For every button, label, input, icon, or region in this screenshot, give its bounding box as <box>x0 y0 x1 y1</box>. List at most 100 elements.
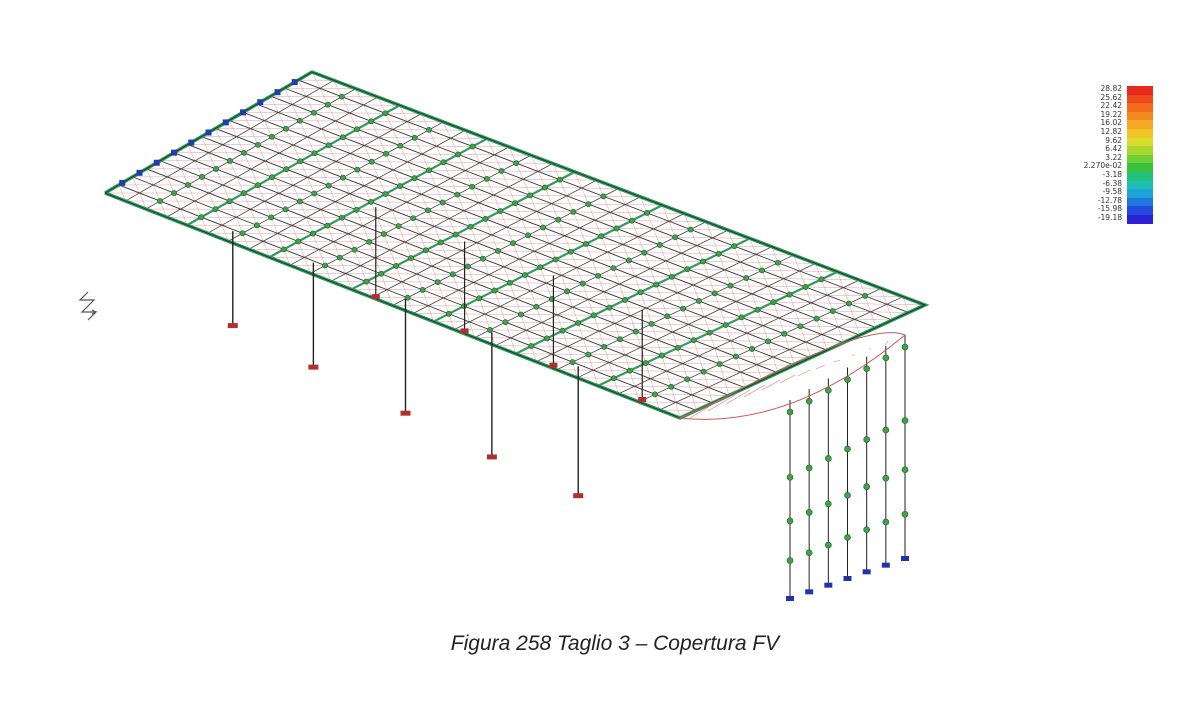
wall-node <box>844 491 851 499</box>
wall-node <box>901 510 909 518</box>
bracing-line <box>201 136 210 153</box>
bracing-line <box>385 153 394 171</box>
legend-swatch <box>1127 189 1153 198</box>
bracing-line <box>436 146 444 163</box>
bracing-line <box>187 144 196 161</box>
bracing-line <box>371 121 379 138</box>
bracing-line <box>494 154 502 172</box>
grid-node <box>469 143 476 150</box>
bracing-line <box>229 160 238 178</box>
wall-node <box>882 354 890 362</box>
grid-node <box>445 310 452 317</box>
grid-node <box>476 295 483 302</box>
grid-node <box>644 210 650 216</box>
grid-node <box>495 247 501 254</box>
legend-value: 28.82 <box>1100 84 1122 93</box>
bracing-line <box>707 387 713 404</box>
legend-swatch <box>1127 180 1153 190</box>
wall-node <box>863 365 870 372</box>
grid-node <box>641 249 648 256</box>
grid-node <box>610 265 617 272</box>
legend-row: -9.58 <box>1090 187 1158 198</box>
grid-node <box>648 320 655 327</box>
grid-node <box>324 222 331 229</box>
grid-node <box>765 338 772 345</box>
grid-node <box>297 198 303 205</box>
grid-node <box>240 190 247 197</box>
bracing-line <box>450 178 458 195</box>
grid-node <box>351 246 358 253</box>
legend-value: 12.82 <box>1100 126 1122 136</box>
grid-node <box>575 320 582 326</box>
bracing-line <box>299 120 308 138</box>
bracing-line <box>291 104 301 121</box>
legend-row: 19.22 <box>1090 110 1158 121</box>
grid-node <box>239 230 246 237</box>
bracing-line <box>321 169 329 186</box>
bracing-line <box>335 120 344 138</box>
bracing-line <box>228 120 237 137</box>
grid-node <box>754 306 761 313</box>
bracing-line <box>357 169 365 186</box>
grid-node <box>491 287 498 294</box>
grid-node <box>786 291 793 298</box>
column-base <box>371 294 380 300</box>
grid-node <box>212 206 219 213</box>
column-base <box>227 323 238 329</box>
wall-node <box>825 541 832 549</box>
grid-node <box>295 238 302 245</box>
legend-swatch <box>1127 154 1153 164</box>
grid-node <box>617 336 623 343</box>
grid-node <box>818 276 825 283</box>
grid-node <box>397 183 403 189</box>
bracing-line <box>307 136 315 154</box>
grid-node <box>533 303 540 310</box>
bracing-line <box>443 121 452 139</box>
grid-node <box>595 272 601 279</box>
bracing-line <box>173 192 181 210</box>
rafter-line <box>248 129 466 250</box>
grid-node <box>613 225 620 232</box>
grid-node <box>397 142 404 149</box>
bracing-line <box>486 178 494 196</box>
rafter-line <box>310 154 532 274</box>
bracing-line <box>407 161 415 179</box>
bracing-line <box>435 186 443 203</box>
bracing-line <box>208 192 216 210</box>
bracing-line <box>349 153 358 170</box>
bracing-line <box>313 112 322 130</box>
grid-node <box>297 158 304 165</box>
grid-node <box>410 215 417 222</box>
grid-node <box>380 231 387 237</box>
wall-node <box>882 518 890 526</box>
bracing-line <box>349 193 357 210</box>
bracing-line <box>515 162 524 180</box>
grid-node <box>382 110 389 117</box>
grid-node <box>583 241 589 247</box>
grid-node <box>632 328 639 335</box>
bracing-line <box>146 168 154 186</box>
end-bracing-line <box>884 340 889 346</box>
grid-node <box>706 329 713 336</box>
edge-connector <box>136 169 143 176</box>
bracing-line <box>464 170 473 187</box>
grid-node <box>395 223 402 229</box>
figure-caption: Figura 258 Taglio 3 – Copertura FV <box>450 632 780 655</box>
bracing-line <box>392 169 401 187</box>
legend-swatch <box>1127 146 1153 155</box>
bracing-line <box>328 185 336 202</box>
grid-node <box>426 126 432 133</box>
grid-node <box>684 376 691 383</box>
grid-node <box>513 160 520 166</box>
bracing-line <box>457 154 466 171</box>
grid-node <box>269 174 276 181</box>
grid-node <box>626 257 632 264</box>
bracing-line <box>278 112 287 129</box>
rafter-line <box>412 196 641 314</box>
grid-node <box>813 315 820 322</box>
grid-node <box>422 247 429 254</box>
bracing-line <box>300 161 308 178</box>
legend-row: 25.62 <box>1090 93 1158 104</box>
grid-node <box>567 248 574 255</box>
